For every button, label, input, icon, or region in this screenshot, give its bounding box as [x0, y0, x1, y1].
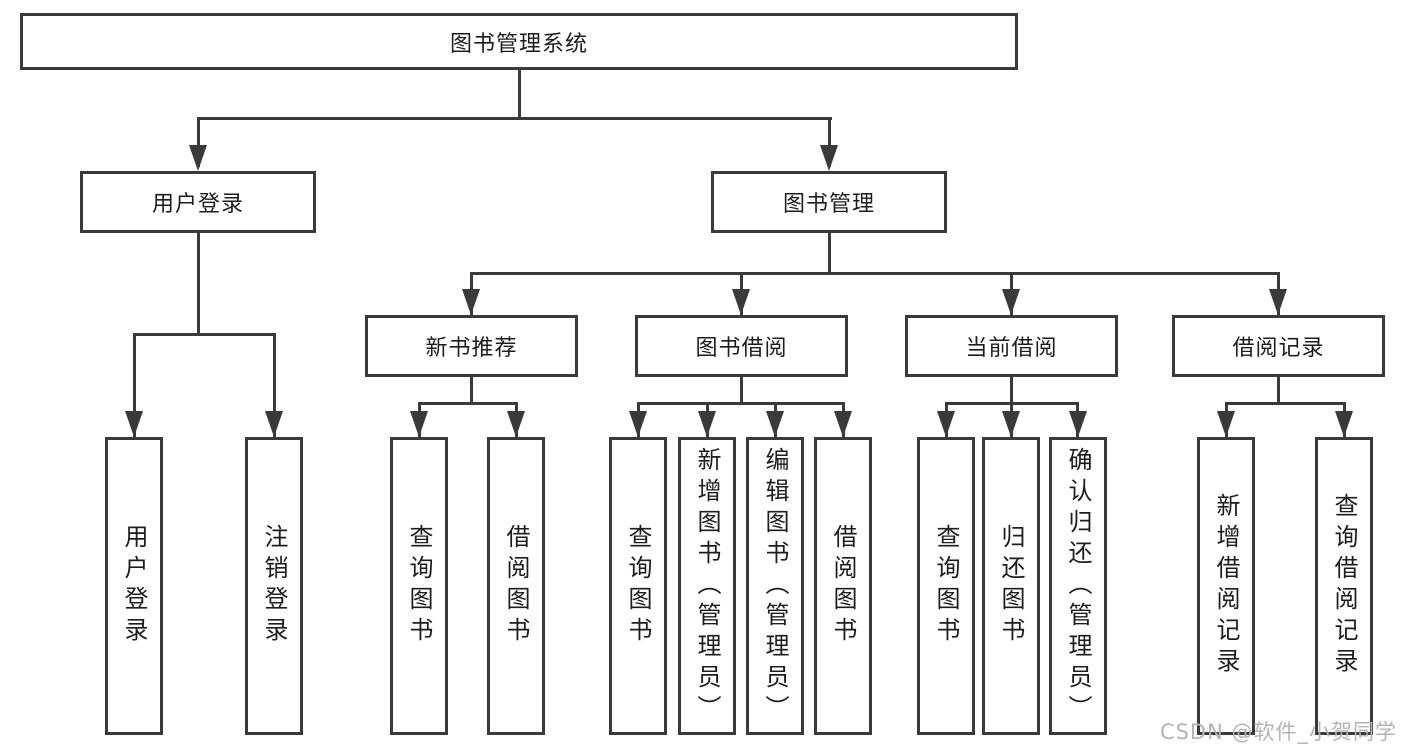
arrowhead-down-icon [507, 411, 525, 437]
leaf-label: 注销登录 [260, 524, 288, 648]
node-current-borrowing: 当前借阅 [905, 315, 1118, 377]
arrowhead-down-icon [698, 411, 716, 437]
arrowhead-down-icon [1217, 411, 1235, 437]
connector-line [470, 377, 473, 404]
arrowhead-down-icon [189, 145, 207, 171]
leaf-borrowing-add-books-admin: 新增图书（管理员） [678, 437, 736, 735]
node-book-borrowing: 图书借阅 [635, 315, 848, 377]
node-new-book-recommend: 新书推荐 [365, 315, 578, 377]
arrowhead-down-icon [125, 411, 143, 437]
leaf-label: 借阅图书 [829, 524, 857, 648]
node-library-management-system: 图书管理系统 [20, 13, 1018, 70]
arrowhead-down-icon [1335, 411, 1353, 437]
leaf-borrowing-edit-books-admin: 编辑图书（管理员） [746, 437, 804, 735]
arrowhead-down-icon [732, 289, 750, 315]
leaf-label: 确认归还（管理员） [1064, 446, 1092, 726]
node-borrowing-records: 借阅记录 [1172, 315, 1385, 377]
node-label: 用户登录 [151, 192, 244, 217]
connector-line [518, 70, 521, 118]
arrowhead-down-icon [1269, 289, 1287, 315]
leaf-label: 查询图书 [932, 524, 960, 648]
arrowhead-down-icon [834, 411, 852, 437]
connector-line [1277, 377, 1280, 404]
node-book-management: 图书管理 [711, 171, 947, 233]
arrowhead-down-icon [766, 411, 784, 437]
leaf-label: 查询借阅记录 [1330, 493, 1358, 679]
arrowhead-down-icon [410, 411, 428, 437]
arrowhead-down-icon [265, 411, 283, 437]
leaf-current-confirm-return-admin: 确认归还（管理员） [1049, 437, 1107, 735]
leaf-logout: 注销登录 [245, 437, 303, 735]
leaf-label: 编辑图书（管理员） [761, 446, 789, 726]
connector-line [828, 233, 831, 274]
node-label: 图书借阅 [695, 336, 788, 361]
leaf-label: 查询图书 [405, 524, 433, 648]
node-label: 图书管理系统 [449, 31, 588, 57]
leaf-newbook-query-books: 查询图书 [390, 437, 448, 735]
connector-line [637, 402, 845, 405]
connector-line [828, 117, 831, 167]
leaf-label: 新增图书（管理员） [693, 446, 721, 726]
node-label: 当前借阅 [965, 336, 1058, 361]
leaf-current-return-books: 归还图书 [982, 437, 1040, 735]
leaf-label: 借阅图书 [502, 524, 530, 648]
leaf-current-query-books: 查询图书 [917, 437, 975, 735]
arrowhead-down-icon [937, 411, 955, 437]
leaf-records-query-record: 查询借阅记录 [1315, 437, 1373, 735]
csdn-watermark: CSDN @软件_小贺同学 [1159, 720, 1397, 744]
leaf-label: 新增借阅记录 [1212, 493, 1240, 679]
node-user-login: 用户登录 [80, 171, 316, 233]
connector-line [1010, 377, 1013, 404]
connector-line [197, 233, 200, 335]
leaf-label: 归还图书 [997, 524, 1025, 648]
connector-line [273, 333, 276, 437]
leaf-borrowing-borrow-books: 借阅图书 [814, 437, 872, 735]
connector-line [133, 333, 136, 437]
arrowhead-down-icon [1069, 411, 1087, 437]
connector-line [740, 377, 743, 404]
node-label: 图书管理 [782, 192, 875, 217]
connector-line [470, 272, 1280, 275]
leaf-newbook-borrow-books: 借阅图书 [487, 437, 545, 735]
leaf-borrowing-query-books: 查询图书 [609, 437, 667, 735]
leaf-records-add-record: 新增借阅记录 [1197, 437, 1255, 735]
connector-line [197, 117, 832, 120]
leaf-user-login: 用户登录 [105, 437, 163, 735]
arrowhead-down-icon [820, 145, 838, 171]
arrowhead-down-icon [462, 289, 480, 315]
leaf-label: 用户登录 [120, 524, 148, 648]
node-label: 借阅记录 [1232, 336, 1325, 361]
connector-line [1225, 402, 1345, 405]
arrowhead-down-icon [1002, 289, 1020, 315]
leaf-label: 查询图书 [624, 524, 652, 648]
arrowhead-down-icon [629, 411, 647, 437]
connector-line [197, 117, 200, 167]
connector-line [133, 333, 276, 336]
arrowhead-down-icon [1002, 411, 1020, 437]
node-label: 新书推荐 [425, 336, 518, 361]
connector-line [418, 402, 518, 405]
